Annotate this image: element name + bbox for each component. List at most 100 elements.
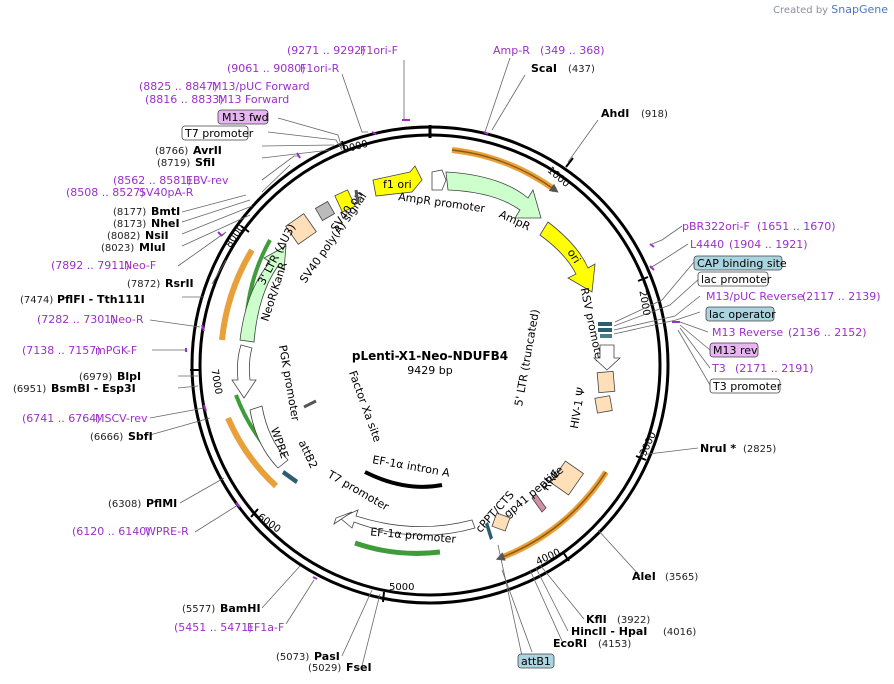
ef1a-intron-arc — [364, 470, 443, 489]
ampr-feature — [445, 171, 542, 219]
primer-t3-name: T3 — [711, 362, 726, 375]
tick-label-8000: 8000 — [224, 223, 248, 250]
rsv-promoter-feature — [592, 344, 622, 371]
ltr5-label: 5' LTR (truncated) — [512, 308, 542, 407]
enzyme-pflmi-pos: (6308) — [108, 499, 141, 510]
hiv-psi-label: HIV-1 Ψ — [568, 386, 588, 429]
enzyme-mlui-pos: (8023) — [101, 243, 134, 254]
enzyme-nsii-name: NsiI — [145, 229, 169, 242]
primer-ebv-rev-name: EBV-rev — [186, 174, 229, 187]
sv40-extra-mark — [354, 189, 360, 205]
primer-m13puc-fwd-pos: (8825 .. 8847) — [139, 80, 218, 93]
enzyme-scai-pos: (437) — [568, 64, 595, 75]
f1-ori-label: f1 ori — [383, 178, 412, 191]
t7-promoter-inner-label: T7 promoter — [325, 468, 392, 514]
enzyme-fsei-pos: (5029) — [308, 663, 341, 674]
rsv-site-3 — [600, 334, 612, 338]
rsv-site-2 — [598, 328, 612, 332]
enzyme-nsii-pos: (8082) — [107, 231, 140, 242]
plasmid-name: pLenti-X1-Neo-NDUFB4 — [352, 349, 508, 363]
enzyme-pflmi-name: PflMI — [146, 497, 177, 510]
enzyme-bmti-name: BmtI — [151, 205, 180, 218]
hiv-psi-feature — [594, 395, 613, 414]
enzyme-bsmbi-pos: (6951) — [13, 384, 46, 395]
factor-xa-site — [303, 399, 317, 409]
sv40-ori-feature — [334, 189, 356, 213]
enzyme-fsei-name: FseI — [346, 661, 372, 674]
tag-t3-promoter: T3 promoter — [712, 380, 782, 393]
primer-mpgk-f-name: mPGK-F — [95, 344, 137, 357]
gp41-label: gp41 peptide — [502, 463, 567, 520]
primer-ampr-name: Amp-R — [493, 44, 530, 57]
snapgene-brand: Created by SnapGene — [773, 3, 888, 16]
enzyme-nrui-pos: (2825) — [743, 444, 776, 455]
enzyme-alei-name: AleI — [632, 570, 656, 583]
ltr3-feature — [285, 213, 317, 245]
enzyme-sfii-pos: (8719) — [157, 158, 190, 169]
primer-m13puc-rev-pos: (2117 .. 2139) — [802, 290, 881, 303]
tag-attb1: attB1 — [521, 655, 551, 668]
tag-m13-fwd-box — [217, 109, 269, 125]
leader-lines — [149, 57, 711, 667]
primer-pbr322ori-f-name: pBR322ori-F — [682, 220, 750, 233]
enzyme-nhei-pos: (8173) — [113, 219, 146, 230]
factor-xa-label: Factor Xa site — [346, 369, 384, 444]
attb2-site — [282, 470, 298, 484]
primer-marks — [185, 119, 680, 580]
enzyme-mlui-name: MluI — [139, 241, 166, 254]
enzyme-sbfi-pos: (6666) — [90, 432, 123, 443]
tag-cap-site-box — [693, 255, 783, 271]
enzyme-avrii-name: AvrII — [193, 144, 222, 157]
tick-label-5000: 5000 — [389, 582, 414, 593]
primer-f1ori-f-name: F1ori-F — [360, 44, 398, 57]
pgk-promoter-label: PGK promoter — [276, 344, 302, 422]
primer-neo-r-pos: (7282 .. 7301) — [37, 313, 116, 326]
primer-m13-fwd-pos: (8816 .. 8833) — [145, 93, 224, 106]
plasmid-size: 9429 bp — [407, 364, 452, 377]
primer-t3-pos: (2171 .. 2191) — [735, 362, 814, 375]
tag-attb1-box — [517, 653, 555, 669]
enzyme-bmti-pos: (8177) — [113, 207, 146, 218]
cppt-feature — [491, 512, 511, 532]
attb1-site — [485, 522, 493, 540]
enzyme-bamhi-name: BamHI — [220, 602, 261, 615]
brand-name: SnapGene — [831, 3, 888, 16]
primer-ampr-pos: (349 .. 368) — [540, 44, 605, 57]
primer-neo-f-name: Neo-F — [124, 259, 156, 272]
primer-l4440-pos: (1904 .. 1921) — [729, 238, 808, 251]
primer-f1ori-r-name: F1ori-R — [300, 62, 340, 75]
enzyme-ahdi-pos: (918) — [641, 109, 668, 120]
enzyme-scai-name: ScaI — [531, 62, 557, 75]
enzyme-avrii-pos: (8766) — [155, 146, 188, 157]
t7-promoter-inner-feature — [333, 511, 353, 525]
primer-mpgk-f-pos: (7138 .. 7157) — [22, 344, 101, 357]
tag-t3-promoter-box — [709, 378, 781, 394]
sv40-polya-feature — [314, 200, 336, 222]
primer-wpre-r-name: WPRE-R — [145, 525, 189, 538]
tag-m13-fwd: M13 fwd — [222, 111, 269, 124]
tag-lac-operator-box — [705, 306, 775, 322]
enzyme-sbfi-name: SbfI — [128, 430, 153, 443]
enzyme-ahdi-name: AhdI — [601, 107, 629, 120]
primer-l4440-name: L4440 — [690, 238, 724, 251]
enzyme-ecori-pos: (4153) — [598, 639, 631, 650]
primer-m13-rev-name: M13 Reverse — [712, 326, 783, 339]
ori-feature — [539, 221, 596, 293]
pgk-promoter-feature — [231, 344, 257, 399]
primer-ebv-rev-pos: (8562 .. 8581) — [113, 174, 192, 187]
ef1a-intron-label: EF-1α intron A — [371, 453, 451, 479]
tag-lac-promoter-box — [697, 271, 769, 287]
enzyme-pflfi-name: PflFI - Tth111I — [57, 293, 145, 306]
gp41-feature — [531, 493, 547, 513]
enzyme-kfli-pos: (3922) — [617, 615, 650, 626]
enzyme-ecori-name: EcoRI — [553, 637, 587, 650]
primer-mscv-rev-pos: (6741 .. 6764) — [22, 412, 101, 425]
primer-f1ori-f-pos: (9271 .. 9292) — [287, 44, 366, 57]
brand-prefix: Created by — [773, 5, 829, 16]
primer-ef1a-f-pos: (5451 .. 5471) — [174, 621, 253, 634]
enzyme-alei-pos: (3565) — [665, 572, 698, 583]
orf-6-arc — [225, 416, 279, 489]
enzyme-pasi-pos: (5073) — [276, 652, 309, 663]
attb2-label: attB2 — [296, 438, 320, 471]
